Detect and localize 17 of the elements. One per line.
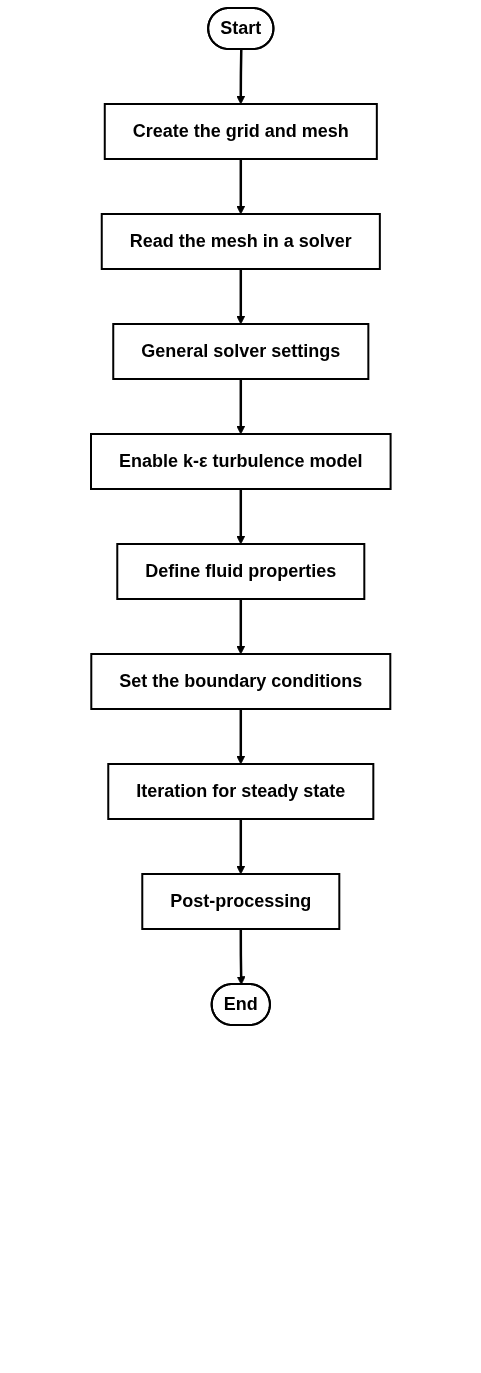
- arrow: [236, 489, 245, 545]
- node-box: Iteration for steady state: [106, 763, 375, 820]
- node-box: General solver settings: [111, 323, 370, 380]
- node-box: Create the grid and mesh: [103, 103, 378, 160]
- arrow: [236, 49, 245, 105]
- arrow: [236, 159, 245, 215]
- arrow: [236, 819, 245, 875]
- arrow: [236, 269, 245, 325]
- node-box: Post-processing: [141, 873, 340, 930]
- arrow: [236, 379, 245, 435]
- arrow: [236, 929, 246, 985]
- node-box: Set the boundary conditions: [90, 653, 391, 710]
- node-box: Read the mesh in a solver: [100, 213, 381, 270]
- arrow: [236, 599, 245, 655]
- node-box: Define fluid properties: [116, 543, 365, 600]
- arrow: [236, 709, 245, 765]
- node-box: Enable k-ε turbulence model: [89, 433, 392, 490]
